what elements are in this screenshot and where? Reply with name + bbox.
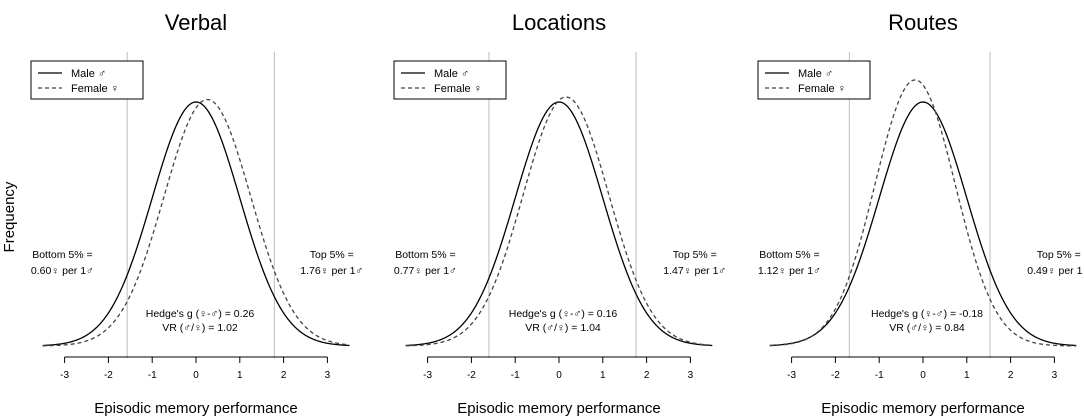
x-tick-label: 3 bbox=[688, 370, 694, 381]
legend: Male ♂ Female ♀ bbox=[30, 60, 144, 100]
y-axis-label: Frequency bbox=[1, 181, 18, 252]
male-density-curve bbox=[769, 101, 1077, 347]
legend-box bbox=[393, 60, 507, 100]
bottom-5-annotation: Bottom 5% = bbox=[395, 249, 455, 261]
x-tick-label: -1 bbox=[875, 370, 884, 381]
x-tick-label: 0 bbox=[556, 370, 562, 381]
x-axis-label: Episodic memory performance bbox=[94, 400, 297, 417]
x-tick-label: -2 bbox=[104, 370, 113, 381]
x-tick-label: 1 bbox=[964, 370, 970, 381]
bottom-5-annotation: 0.60♀ per 1♂ bbox=[31, 265, 94, 277]
x-tick-label: 1 bbox=[237, 370, 243, 381]
top-5-annotation: Top 5% = bbox=[1037, 249, 1081, 261]
bottom-5-annotation: 1.12♀ per 1♂ bbox=[758, 265, 821, 277]
hedges-g-annotation: Hedge's g (♀-♂) = -0.18 bbox=[871, 308, 983, 320]
x-tick-label: -1 bbox=[511, 370, 520, 381]
x-tick-label: 3 bbox=[1052, 370, 1058, 381]
x-axis-label: Episodic memory performance bbox=[821, 400, 1024, 417]
top-5-annotation: 1.47♀ per 1♂ bbox=[663, 265, 726, 277]
top-5-annotation: Top 5% = bbox=[673, 249, 717, 261]
female-density-curve bbox=[405, 96, 713, 347]
variance-ratio-annotation: VR (♂/♀) = 0.84 bbox=[889, 322, 965, 334]
legend-female-label: Female ♀ bbox=[434, 83, 482, 95]
chart-title: Locations bbox=[512, 10, 606, 35]
top-5-annotation: 0.49♀ per 1♂ bbox=[1027, 265, 1084, 277]
top-5-annotation: Top 5% = bbox=[310, 249, 354, 261]
x-tick-label: -1 bbox=[148, 370, 157, 381]
bottom-5-annotation: Bottom 5% = bbox=[32, 249, 92, 261]
legend-box bbox=[757, 60, 871, 100]
x-tick-label: -2 bbox=[831, 370, 840, 381]
legend-box bbox=[30, 60, 144, 100]
legend-male-label: Male ♂ bbox=[798, 68, 833, 80]
female-density-curve bbox=[769, 79, 1077, 347]
x-tick-label: 2 bbox=[644, 370, 650, 381]
legend: Male ♂ Female ♀ bbox=[757, 60, 871, 100]
x-tick-label: 0 bbox=[193, 370, 199, 381]
legend: Male ♂ Female ♀ bbox=[393, 60, 507, 100]
bottom-5-annotation: Bottom 5% = bbox=[759, 249, 819, 261]
legend-female-label: Female ♀ bbox=[798, 83, 846, 95]
variance-ratio-annotation: VR (♂/♀) = 1.04 bbox=[525, 322, 601, 334]
x-axis-label: Episodic memory performance bbox=[457, 400, 660, 417]
variance-ratio-annotation: VR (♂/♀) = 1.02 bbox=[162, 322, 238, 334]
x-tick-label: 1 bbox=[600, 370, 606, 381]
chart-title: Verbal bbox=[165, 10, 227, 35]
x-tick-label: 2 bbox=[281, 370, 287, 381]
legend-male-label: Male ♂ bbox=[434, 68, 469, 80]
x-tick-label: -2 bbox=[467, 370, 476, 381]
top-5-annotation: 1.76♀ per 1♂ bbox=[300, 265, 363, 277]
male-density-curve bbox=[405, 101, 713, 347]
hedges-g-annotation: Hedge's g (♀-♂) = 0.16 bbox=[509, 308, 618, 320]
x-tick-label: -3 bbox=[423, 370, 432, 381]
female-density-curve bbox=[42, 98, 350, 347]
x-tick-label: -3 bbox=[787, 370, 796, 381]
x-tick-label: 0 bbox=[920, 370, 926, 381]
legend-female-label: Female ♀ bbox=[71, 83, 119, 95]
x-tick-label: -3 bbox=[60, 370, 69, 381]
chart-title: Routes bbox=[888, 10, 958, 35]
hedges-g-annotation: Hedge's g (♀-♂) = 0.26 bbox=[146, 308, 255, 320]
x-tick-label: 2 bbox=[1008, 370, 1014, 381]
legend-male-label: Male ♂ bbox=[71, 68, 106, 80]
bottom-5-annotation: 0.77♀ per 1♂ bbox=[394, 265, 457, 277]
male-density-curve bbox=[42, 101, 350, 347]
x-tick-label: 3 bbox=[325, 370, 331, 381]
